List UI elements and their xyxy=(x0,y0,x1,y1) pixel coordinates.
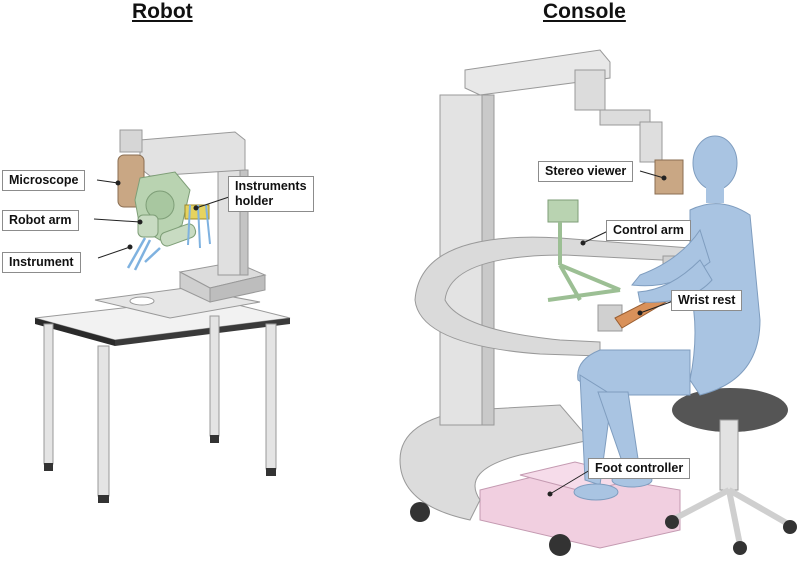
foot-controller-label: Foot controller xyxy=(588,458,691,479)
instrument-shape xyxy=(126,237,161,271)
console-title: Console xyxy=(543,0,626,23)
operator-figure xyxy=(573,135,761,501)
instruments-holder-label: Instruments holder xyxy=(228,176,314,212)
control-arm-label: Control arm xyxy=(606,220,691,241)
surgical-table xyxy=(34,297,291,503)
robot-title: Robot xyxy=(132,0,193,23)
instruments-holder-label-line2: holder xyxy=(235,194,274,208)
instruments-holder-shape xyxy=(184,204,211,249)
console-base xyxy=(399,404,591,556)
robot-arm-shape xyxy=(134,171,197,247)
instrument-label: Instrument xyxy=(2,252,81,273)
wrist-rest-label: Wrist rest xyxy=(671,290,743,311)
stereo-viewer-label: Stereo viewer xyxy=(538,161,634,182)
console-illustration xyxy=(399,49,797,556)
robot-illustration xyxy=(34,129,291,503)
instruments-holder-label-line1: Instruments xyxy=(235,179,307,193)
robot-base xyxy=(94,261,267,319)
robot-arm-label: Robot arm xyxy=(2,210,79,231)
microscope-label: Microscope xyxy=(2,170,86,191)
control-arm-shape xyxy=(547,199,621,302)
stool xyxy=(665,388,797,555)
